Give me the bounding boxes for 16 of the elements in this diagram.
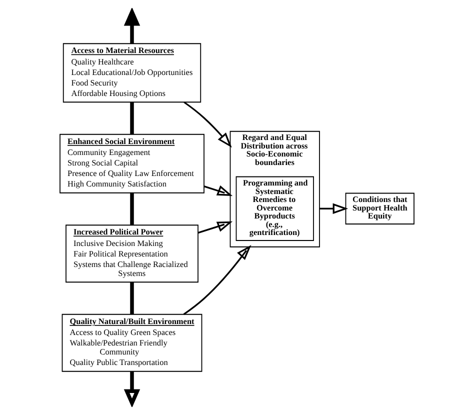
node-box: Quality Natural/Built Environment Access to Quality Green Spaces Walkable/Pedestrian Friendly Community Quality Public Transportation	[62, 314, 202, 372]
arrow	[320, 203, 348, 214]
node-box: Enhanced Social Environment Community Engagement Strong Social Capital Presence of Quality Law Enforcement High Community Satisfaction	[60, 134, 204, 194]
node-box: Increased Political Power Inclusive Decision Making Fair Political Representation Systems that Challenge Racialized Systems	[66, 224, 198, 283]
arrow	[183, 245, 252, 315]
arrow	[184, 102, 232, 148]
arrow	[124, 8, 140, 44]
connector	[130, 102, 134, 134]
node-box: Programming and Systematic Remedies to Overcome Byproducts (e.g., gentrification)	[236, 176, 314, 241]
node-box: Access to Material Resources Quality Healthcare Local Educational/Job Opportunities Food Security Affordable Housing Options	[62, 43, 202, 103]
arrow	[198, 221, 233, 234]
node-box: Conditions that Support Health Equity	[345, 192, 414, 224]
connector	[130, 193, 134, 225]
connector	[130, 282, 134, 314]
arrow	[124, 372, 140, 407]
arrow	[204, 185, 233, 196]
